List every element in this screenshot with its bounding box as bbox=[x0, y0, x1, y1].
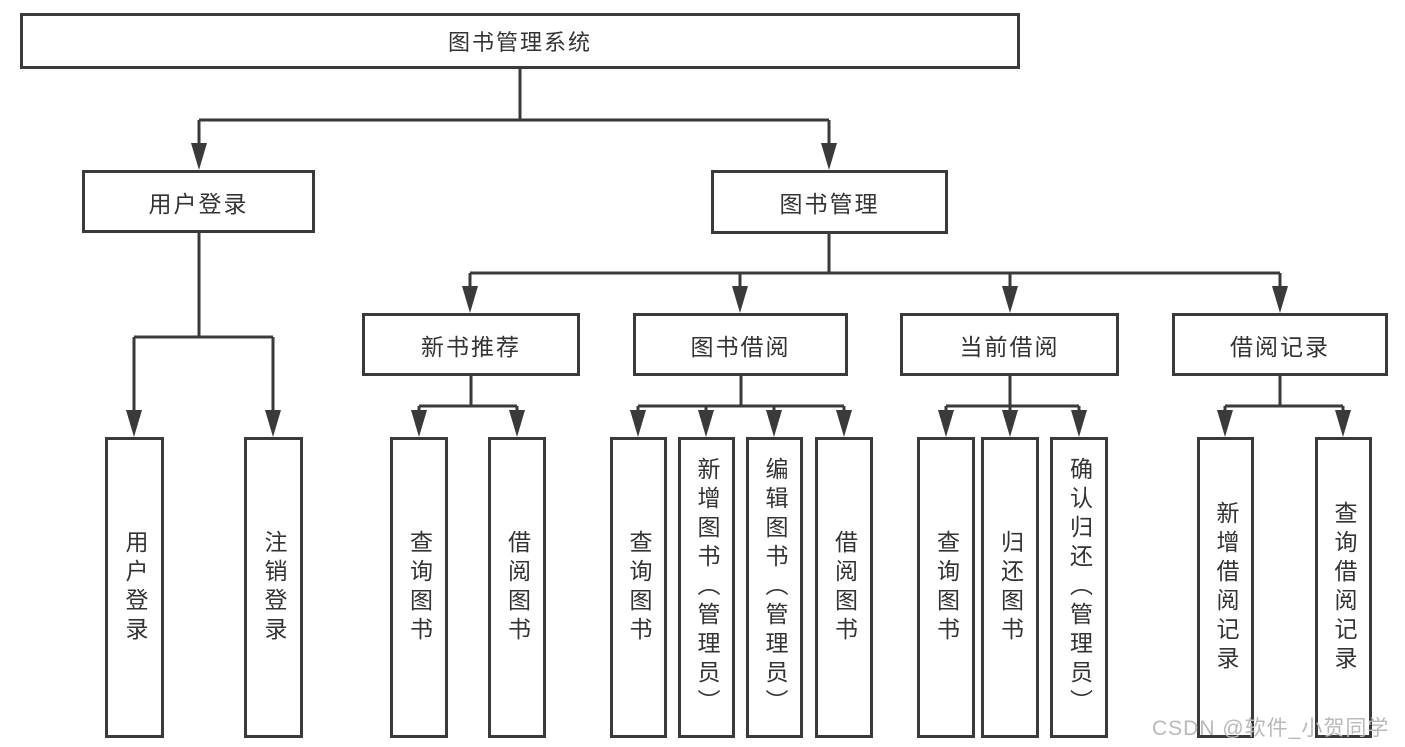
arrowhead bbox=[698, 410, 714, 437]
connector-book-borrowing bbox=[636, 376, 846, 414]
node-label: 当前借阅 bbox=[959, 333, 1060, 360]
arrowhead bbox=[462, 286, 478, 313]
leaf-borrowing-add-books-admin: 新增图书（管理员） bbox=[678, 437, 735, 738]
node-label: 查询图书 bbox=[933, 529, 960, 646]
node-book-management-system: 图书管理系统 bbox=[20, 13, 1020, 69]
node-label: 借阅图书 bbox=[504, 529, 531, 646]
node-new-book-recommend: 新书推荐 bbox=[362, 313, 580, 376]
node-label: 图书管理 bbox=[779, 191, 880, 217]
connector-segments bbox=[132, 69, 1345, 414]
csdn-watermark: CSDN @软件_小贺同学 bbox=[1152, 717, 1390, 740]
node-label: 新书推荐 bbox=[421, 333, 521, 360]
leaf-recommend-query-books: 查询图书 bbox=[390, 437, 448, 738]
arrowhead bbox=[1217, 410, 1233, 437]
arrowhead bbox=[1335, 410, 1351, 437]
arrowhead bbox=[732, 286, 748, 313]
arrowhead bbox=[938, 410, 954, 437]
arrowhead bbox=[766, 410, 782, 437]
leaf-records-add-record: 新增借阅记录 bbox=[1197, 437, 1254, 738]
node-label: 新增图书（管理员） bbox=[694, 457, 720, 718]
leaf-recommend-borrow-books: 借阅图书 bbox=[488, 437, 546, 738]
node-book-borrowing: 图书借阅 bbox=[633, 313, 848, 376]
arrowhead bbox=[1002, 286, 1018, 313]
connector-root bbox=[197, 69, 831, 146]
node-label: 图书借阅 bbox=[690, 333, 791, 360]
arrowhead bbox=[1002, 410, 1018, 437]
node-label: 图书管理系统 bbox=[447, 30, 592, 55]
leaf-current-confirm-return-admin: 确认归还（管理员） bbox=[1050, 437, 1108, 738]
leaf-borrowing-query-books: 查询图书 bbox=[610, 437, 667, 738]
connector-borrowing-records bbox=[1223, 376, 1345, 414]
connector-arrowheads bbox=[126, 143, 1351, 437]
arrowhead bbox=[1071, 410, 1087, 437]
connector-current-borrowing bbox=[944, 376, 1081, 414]
arrowhead bbox=[1272, 286, 1288, 313]
node-label: 查询图书 bbox=[406, 529, 433, 646]
leaf-current-query-books: 查询图书 bbox=[917, 437, 975, 738]
arrowhead bbox=[630, 410, 646, 437]
arrowhead bbox=[509, 410, 525, 437]
node-borrowing-records: 借阅记录 bbox=[1172, 313, 1388, 376]
connector-new-book-recommend bbox=[417, 376, 519, 414]
arrowhead bbox=[265, 410, 281, 437]
node-label: 用户登录 bbox=[122, 529, 148, 646]
leaf-records-query-record: 查询借阅记录 bbox=[1315, 437, 1372, 738]
node-label: 确认归还（管理员） bbox=[1066, 457, 1093, 718]
arrowhead bbox=[821, 143, 837, 170]
node-label: 查询图书 bbox=[626, 529, 652, 646]
node-current-borrowing: 当前借阅 bbox=[900, 313, 1119, 376]
connector-book-management bbox=[468, 234, 1282, 290]
node-label: 借阅图书 bbox=[831, 529, 858, 646]
leaf-borrowing-borrow-books: 借阅图书 bbox=[815, 437, 873, 738]
node-label: 查询借阅记录 bbox=[1331, 500, 1357, 675]
leaf-logout: 注销登录 bbox=[244, 437, 303, 738]
arrowhead bbox=[191, 143, 207, 170]
arrowhead bbox=[411, 410, 427, 437]
node-label: 借阅记录 bbox=[1230, 333, 1330, 360]
connector-user-login bbox=[132, 233, 275, 414]
leaf-user-login: 用户登录 bbox=[105, 437, 164, 738]
node-book-management: 图书管理 bbox=[711, 170, 948, 234]
node-label: 归还图书 bbox=[997, 529, 1024, 646]
node-label: 新增借阅记录 bbox=[1213, 500, 1239, 675]
arrowhead bbox=[126, 410, 142, 437]
leaf-current-return-books: 归还图书 bbox=[981, 437, 1039, 738]
node-label: 用户登录 bbox=[148, 190, 249, 217]
node-label: 注销登录 bbox=[261, 529, 287, 646]
node-user-login: 用户登录 bbox=[82, 170, 315, 233]
arrowhead bbox=[836, 410, 852, 437]
node-label: 编辑图书（管理员） bbox=[762, 457, 788, 718]
leaf-borrowing-edit-books-admin: 编辑图书（管理员） bbox=[746, 437, 803, 738]
